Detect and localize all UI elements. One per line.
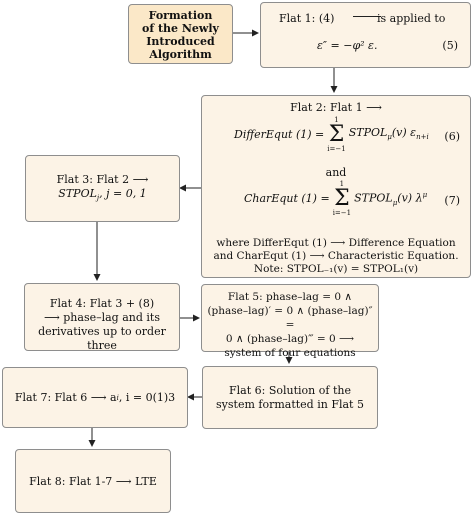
flat3-box: Flat 3: Flat 2 ⟶ STPOLj, j = 0, 1 <box>25 155 180 222</box>
title-line-2: of the Newly <box>142 22 219 35</box>
flat5-line1: Flat 5: phase–lag = 0 ∧ <box>227 291 353 303</box>
title-box: Formation of the Newly Introduced Algori… <box>128 4 233 64</box>
eq6-rhs: STPOLμ(v) εn+i <box>348 125 429 142</box>
flat5-box: Flat 5: phase–lag = 0 ∧ (phase–lag)′ = 0… <box>201 284 379 359</box>
title-line-3: Introduced <box>146 35 215 48</box>
flat6-line1: Flat 6: Solution of the <box>229 384 351 397</box>
eq7-sum-icon: 1 Σ i=−1 <box>332 180 352 217</box>
flat1-eq-number: (5) <box>442 39 458 52</box>
flat1-label: Flat 1: (4) <box>279 12 335 25</box>
eq6-lhs: DifferEqut (1) = <box>234 128 325 141</box>
flat8-text: Flat 8: Flat 1-7 ⟶ LTE <box>29 475 157 488</box>
flat3-line1: Flat 3: Flat 2 ⟶ <box>56 173 149 186</box>
title-line-1: Formation <box>148 9 213 22</box>
flat4-box: Flat 4: Flat 3 + (8) ⟶ phase–lag and its… <box>24 283 180 352</box>
flat5-line2: (phase–lag)′ = 0 ∧ (phase–lag)″ = <box>207 305 373 331</box>
eq7-rhs: STPOLμ(v) λμ <box>354 191 428 207</box>
flat2-note: Note: STPOL₋₁(v) = STPOL₁(v) <box>253 263 419 275</box>
flat8-box: Flat 8: Flat 1-7 ⟶ LTE <box>15 449 171 513</box>
flat1-arrow <box>353 16 381 17</box>
flat5-line4: system of four equations <box>224 347 356 359</box>
eq6-sum-icon: 1 Σ i=−1 <box>327 116 346 153</box>
flat1-applied-text: is applied to <box>377 12 446 25</box>
flat1-box: Flat 1: (4) is applied to ε″ = −φ² ε. (5… <box>260 2 471 68</box>
flat2-eq6: DifferEqut (1) = 1 Σ i=−1 STPOLμ(v) εn+i <box>234 116 429 153</box>
flat1-equation: ε″ = −φ² ε. <box>317 39 378 52</box>
flat2-eq7: CharEqut (1) = 1 Σ i=−1 STPOLμ(v) λμ <box>244 180 428 217</box>
flat2-box: Flat 2: Flat 1 ⟶ DifferEqut (1) = 1 Σ i=… <box>201 95 471 278</box>
flat2-and: and <box>325 166 347 179</box>
flat2-where-line2: and CharEqut (1) ⟶ Characteristic Equati… <box>213 250 459 262</box>
flat4-line1: Flat 4: Flat 3 + (8) <box>49 297 155 310</box>
eq6-number: (6) <box>444 130 460 143</box>
title-line-4: Algorithm <box>149 48 212 61</box>
flat2-where-line1: where DifferEqut (1) ⟶ Difference Equati… <box>216 237 456 249</box>
flat5-line3: 0 ∧ (phase–lag)‴ = 0 ⟶ <box>225 333 355 345</box>
flat3-line2: STPOLj, j = 0, 1 <box>58 187 147 203</box>
flat2-header: Flat 2: Flat 1 ⟶ <box>290 101 382 114</box>
flat4-line3: derivatives up to order three <box>38 325 166 352</box>
flat6-line2: system formatted in Flat 5 <box>216 398 364 411</box>
flat6-box: Flat 6: Solution of the system formatted… <box>202 366 378 429</box>
flat4-line2: ⟶ phase–lag and its <box>44 311 160 324</box>
eq7-lhs: CharEqut (1) = <box>244 192 330 205</box>
eq7-number: (7) <box>444 194 460 207</box>
